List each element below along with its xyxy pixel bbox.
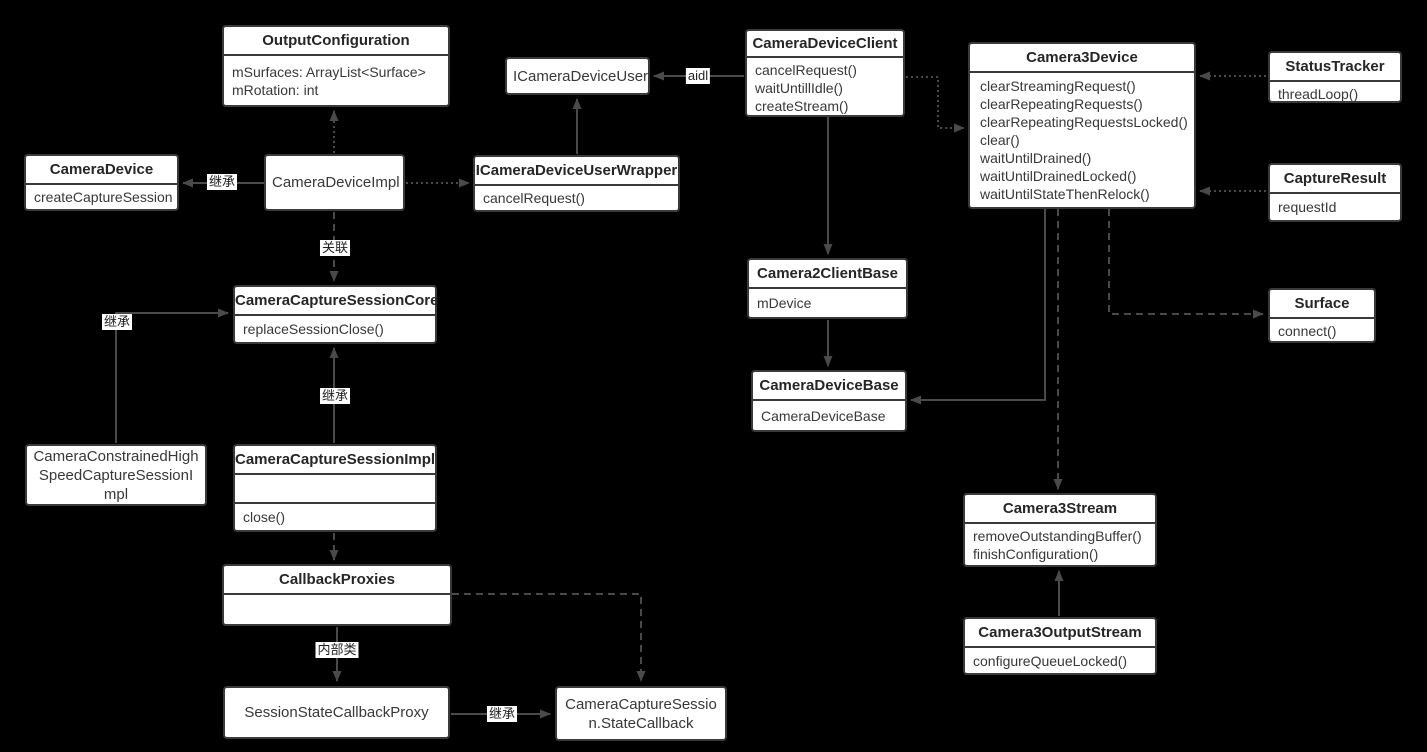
edge-cameradeviceclient-to-camera3device xyxy=(906,76,965,133)
edge-label-association: 关联 xyxy=(319,240,351,256)
class-member: mSurfaces: ArrayList<Surface> xyxy=(232,63,426,80)
class-member: clearRepeatingRequestsLocked() xyxy=(980,114,1188,130)
class-member: clear() xyxy=(980,132,1020,148)
class-member: cancelRequest() xyxy=(483,190,585,206)
class-member: clearStreamingRequest() xyxy=(980,78,1136,94)
edge-callbackproxies-to-statecallback xyxy=(452,593,646,682)
class-box-callbackproxies: CallbackProxies xyxy=(222,564,452,626)
class-member: clearRepeatingRequests() xyxy=(980,96,1143,112)
class-box-camera3stream: Camera3Stream removeOutstandingBuffer() … xyxy=(963,493,1157,567)
class-member: waitUntillIdle() xyxy=(755,80,843,96)
class-box-cameraconstrainedhighspeedcapturesessionimpl: CameraConstrainedHighSpeedCaptureSession… xyxy=(25,444,207,506)
class-member: waitUntilStateThenRelock() xyxy=(980,186,1150,202)
class-box-icameradeviceuserwrapper: ICameraDeviceUserWrapper cancelRequest() xyxy=(473,155,680,212)
class-box-surface: Surface connect() xyxy=(1268,288,1376,343)
empty-compartment xyxy=(235,475,435,504)
class-box-cameracapturesession-statecallback: CameraCaptureSession.StateCallback xyxy=(555,686,727,741)
class-member: waitUntilDrained() xyxy=(980,150,1092,166)
class-box-camera2clientbase: Camera2ClientBase mDevice xyxy=(747,258,908,319)
class-box-outputconfiguration: OutputConfiguration mSurfaces: ArrayList… xyxy=(222,25,450,107)
edge-camera3device-to-surface xyxy=(1108,209,1264,319)
class-box-cameradeviceclient: CameraDeviceClient cancelRequest() waitU… xyxy=(745,29,905,117)
class-member: cancelRequest() xyxy=(755,62,857,78)
edge-label-inherit: 继承 xyxy=(101,314,133,330)
class-member: removeOutstandingBuffer() xyxy=(973,528,1142,544)
class-member: close() xyxy=(243,509,286,525)
class-member: mDevice xyxy=(757,295,812,311)
class-title: Surface xyxy=(1270,290,1374,319)
class-member: replaceSessionClose() xyxy=(243,321,384,337)
edge-label-inherit: 继承 xyxy=(319,388,351,404)
class-title: CameraCaptureSessionImpl xyxy=(235,446,435,475)
class-title: SessionStateCallbackProxy xyxy=(244,704,429,721)
class-box-captureresult: CaptureResult requestId xyxy=(1268,163,1402,222)
edge-label-inherit: 继承 xyxy=(486,706,518,722)
edge-label-inner-class: 内部类 xyxy=(315,642,359,658)
class-title: ICameraDeviceUserWrapper xyxy=(475,157,678,186)
class-member: requestId xyxy=(1278,199,1337,215)
class-member: waitUntilDrainedLocked() xyxy=(980,168,1137,184)
class-member: createStream() xyxy=(755,98,849,114)
edge-label-aidl: aidl xyxy=(685,68,711,84)
class-title: CameraConstrainedHighSpeedCaptureSession… xyxy=(33,447,199,503)
edge-highspeedimpl-to-cameracapturesessioncore xyxy=(115,308,229,443)
class-box-icameradeviceuser: ICameraDeviceUser xyxy=(505,57,650,95)
class-box-cameracapturesessionimpl: CameraCaptureSessionImpl close() xyxy=(233,444,437,532)
class-title: Camera3Device xyxy=(970,44,1194,73)
class-box-cameradevice: CameraDevice createCaptureSession xyxy=(24,154,179,211)
class-member: mRotation: int xyxy=(232,81,319,98)
class-title: CameraCaptureSessionCore xyxy=(235,287,438,316)
class-title: ICameraDeviceUser xyxy=(513,67,649,85)
class-title: CameraDeviceClient xyxy=(747,31,903,58)
class-title: CameraDeviceImpl xyxy=(272,174,400,191)
empty-compartment xyxy=(224,595,450,624)
class-box-camera3device: Camera3Device clearStreamingRequest() cl… xyxy=(968,42,1196,209)
class-box-cameradevicebase: CameraDeviceBase CameraDeviceBase xyxy=(751,370,907,432)
class-title: Camera3Stream xyxy=(965,495,1155,524)
class-title: Camera2ClientBase xyxy=(749,260,906,289)
class-title: CaptureResult xyxy=(1270,165,1400,194)
class-box-statustracker: StatusTracker threadLoop() xyxy=(1268,51,1402,103)
class-title: OutputConfiguration xyxy=(224,27,448,56)
class-title: CameraDevice xyxy=(26,156,177,185)
class-box-cameracapturesessioncore: CameraCaptureSessionCore replaceSessionC… xyxy=(233,285,438,344)
class-member: createCaptureSession xyxy=(34,189,173,205)
class-box-sessionstatecallbackproxy: SessionStateCallbackProxy xyxy=(223,686,450,739)
class-title: CameraDeviceBase xyxy=(753,372,905,401)
edge-label-inherit: 继承 xyxy=(206,174,238,190)
class-member: threadLoop() xyxy=(1278,86,1359,102)
class-member: configureQueueLocked() xyxy=(973,652,1128,669)
class-member: CameraDeviceBase xyxy=(761,407,886,424)
class-member: connect() xyxy=(1278,323,1337,339)
class-member: finishConfiguration() xyxy=(973,546,1099,562)
class-title: CameraCaptureSession.StateCallback xyxy=(565,695,717,732)
class-box-camera3outputstream: Camera3OutputStream configureQueueLocked… xyxy=(963,617,1157,675)
class-title: CallbackProxies xyxy=(224,566,450,595)
class-title: StatusTracker xyxy=(1270,53,1400,82)
edge-camera3device-to-cameradevicebase xyxy=(910,209,1046,405)
class-title: Camera3OutputStream xyxy=(965,619,1155,648)
class-box-cameradeviceimpl: CameraDeviceImpl xyxy=(264,154,405,211)
